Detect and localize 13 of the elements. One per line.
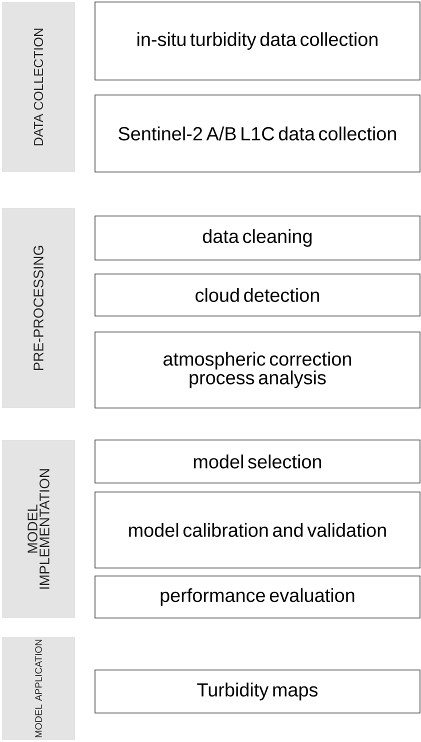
process-box: data cleaning xyxy=(94,216,420,260)
stage-band: MODEL IMPLEMENTATION xyxy=(2,440,75,618)
stage-band: MODEL APPLICATION xyxy=(2,637,75,740)
process-box: Turbidity maps xyxy=(94,670,420,714)
stage-band: PRE-PROCESSING xyxy=(2,208,75,408)
process-box: performance evaluation xyxy=(94,576,420,618)
process-box: Sentinel-2 A/B L1C data collection xyxy=(94,94,420,172)
process-box: atmospheric correction process analysis xyxy=(94,332,420,408)
process-box: cloud detection xyxy=(94,274,420,316)
process-box: model selection xyxy=(94,440,420,484)
process-box: model calibration and validation xyxy=(94,492,420,568)
stage-band: DATA COLLECTION xyxy=(2,2,75,172)
process-box: in-situ turbidity data collection xyxy=(94,2,420,80)
